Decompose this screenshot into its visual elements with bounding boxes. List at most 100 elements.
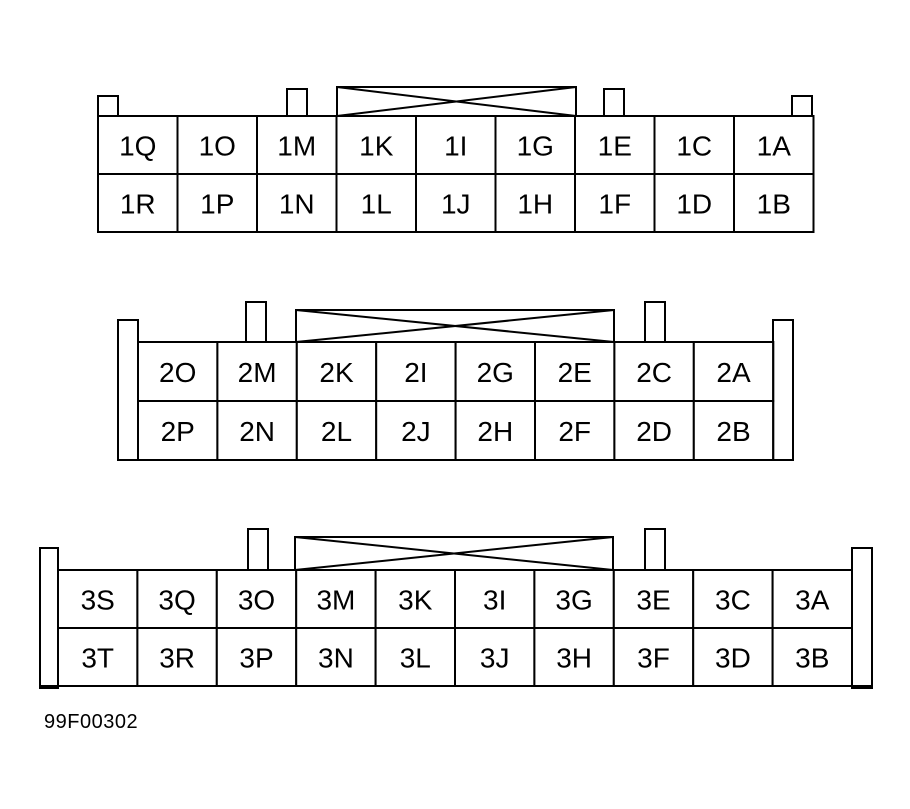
pin-label: 2A: [716, 357, 751, 388]
pin-label: 1P: [200, 189, 234, 220]
pin-label: 2F: [558, 416, 591, 447]
figure-code: 99F00302: [44, 711, 139, 733]
pin-cell: [415, 115, 497, 175]
connector-border: [57, 569, 853, 687]
pin-cell: [454, 569, 536, 629]
pin-label: 2H: [477, 416, 513, 447]
pin-label: 1Q: [119, 131, 156, 162]
pin-label: 1G: [517, 131, 554, 162]
pin-label: 2I: [404, 357, 427, 388]
pin-label: 3L: [400, 643, 431, 674]
pin-label: 2B: [716, 416, 750, 447]
pin-label: 3H: [556, 643, 592, 674]
pin-label: 3O: [238, 585, 275, 616]
pin-label: 2D: [636, 416, 672, 447]
pin-cell: [374, 569, 457, 629]
latch-tab: [644, 528, 666, 571]
pin-label: 1A: [757, 131, 792, 162]
connector-2: 2O 2M 2K 2I 2G 2E 2C 2A 2P 2N 2L 2J 2H 2F 2D 2B: [117, 301, 794, 461]
pin-label: 1I: [444, 131, 467, 162]
pin-label: 1M: [277, 131, 316, 162]
pin-label: 3Q: [158, 585, 195, 616]
pin-cell: [176, 173, 258, 233]
pin-cell: [295, 627, 377, 687]
pin-cell: [612, 627, 695, 687]
pin-label: 1H: [517, 189, 553, 220]
pin-label: 3B: [795, 643, 829, 674]
pin-label: 2G: [477, 357, 514, 388]
corner-nub: [791, 95, 813, 117]
corner-nub: [97, 95, 119, 117]
pin-label: 2O: [159, 357, 196, 388]
side-post-left: [117, 319, 139, 461]
pin-label: 3A: [795, 585, 830, 616]
keying-cross-line: [336, 86, 577, 117]
pin-label: 3C: [715, 585, 751, 616]
pin-label: 1N: [279, 189, 315, 220]
pin-label: 3M: [316, 585, 355, 616]
pin-label: 3N: [318, 643, 354, 674]
pin-cell: [574, 173, 656, 233]
connector-border: [137, 341, 775, 461]
pin-label: 3G: [555, 585, 592, 616]
connector-1: 1Q 1O 1M 1K 1I 1G 1E 1C 1A 1R 1P 1N 1L 1J 1H 1F 1D 1B: [97, 86, 815, 233]
pin-label: 2M: [238, 357, 277, 388]
pin-cell: [692, 627, 774, 687]
pin-label: 1K: [359, 131, 394, 162]
latch-tab: [603, 88, 625, 117]
keying-cross-line: [294, 536, 614, 571]
side-post-right: [851, 547, 873, 689]
latch-tab: [286, 88, 308, 117]
side-post-left: [39, 547, 59, 689]
pin-label: 3J: [480, 643, 510, 674]
pin-label: 3K: [398, 585, 433, 616]
pin-label: 1J: [441, 189, 471, 220]
pin-label: 3E: [636, 585, 670, 616]
pin-label: 2P: [161, 416, 195, 447]
pin-label: 2N: [239, 416, 275, 447]
pin-cell: [454, 341, 537, 402]
pin-cell: [494, 115, 576, 175]
keying-cross-line: [295, 309, 615, 343]
pin-label: 3S: [81, 585, 115, 616]
latch-tab: [245, 301, 267, 343]
pin-cell: [295, 341, 378, 402]
side-post-right: [772, 319, 794, 461]
pin-label: 3R: [159, 643, 195, 674]
connector-border: [97, 115, 815, 233]
pin-label: 1C: [676, 131, 712, 162]
pin-label: 2E: [558, 357, 592, 388]
pin-cell: [771, 627, 853, 687]
latch-tab: [644, 301, 666, 343]
pin-label: 1O: [199, 131, 236, 162]
pin-cell: [136, 627, 218, 687]
pin-label: 3D: [715, 643, 751, 674]
pin-label: 1E: [598, 131, 632, 162]
pin-cell: [692, 569, 774, 629]
pin-label: 2L: [321, 416, 352, 447]
pin-label: 3I: [483, 585, 506, 616]
pin-cell: [97, 173, 179, 233]
pin-label: 2K: [319, 357, 354, 388]
connector-3: 3S 3Q 3O 3M 3K 3I 3G 3E 3C 3A 3T 3R 3P 3N 3L 3J 3H 3F 3D 3B: [39, 528, 873, 689]
pin-label: 3F: [637, 643, 670, 674]
pin-cell: [136, 569, 218, 629]
pin-label: 3T: [81, 643, 114, 674]
pin-cell: [415, 173, 497, 233]
pin-cell: [137, 400, 219, 461]
pin-cell: [176, 115, 258, 175]
pin-label: 2C: [636, 357, 672, 388]
pin-label: 1B: [757, 189, 791, 220]
pin-label: 2J: [401, 416, 431, 447]
pin-label: 1F: [598, 189, 631, 220]
pin-cell: [374, 627, 457, 687]
pin-label: 1R: [120, 189, 156, 220]
pin-cell: [335, 173, 417, 233]
pin-cell: [612, 569, 695, 629]
pin-cell: [256, 115, 338, 175]
pin-label: 3P: [239, 643, 273, 674]
pin-label: 1L: [361, 189, 392, 220]
pin-label: 1D: [676, 189, 712, 220]
latch-tab: [247, 528, 269, 571]
